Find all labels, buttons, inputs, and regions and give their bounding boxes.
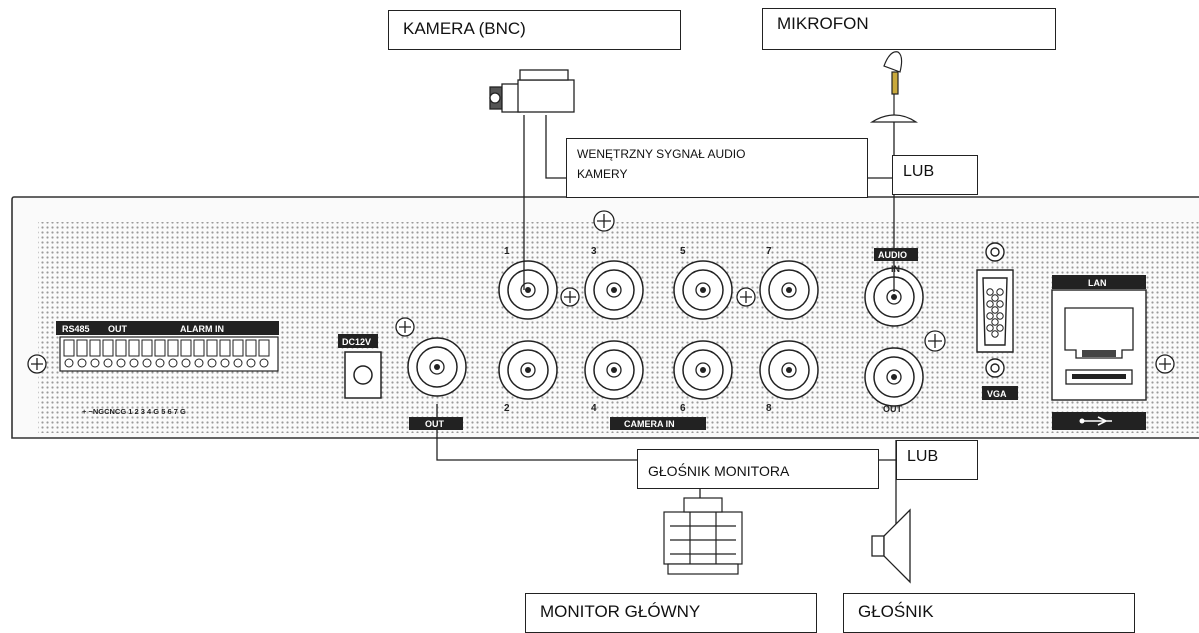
video-out-label-1: VIDEO xyxy=(421,418,449,428)
camera-icon xyxy=(489,69,575,113)
monitor-icon xyxy=(663,497,743,575)
microphone-callout-text: MIKROFON xyxy=(777,14,869,33)
bnc-port-icon xyxy=(584,340,644,400)
channel-8: 8 xyxy=(766,403,772,414)
monitor-speaker-text: GŁOŚNIK MONITORA xyxy=(648,463,790,479)
or-top-text: LUB xyxy=(903,163,935,180)
bnc-port-icon xyxy=(864,347,924,407)
camera-in-label: CAMERA IN xyxy=(624,419,675,429)
audio-label: AUDIO xyxy=(878,250,907,260)
dc12v-label: DC12V xyxy=(342,337,371,347)
bnc-port-icon xyxy=(759,260,819,320)
audio-out-label: OUT xyxy=(883,404,903,414)
channel-1: 1 xyxy=(504,246,510,257)
camera-callout: KAMERA (BNC) xyxy=(388,10,681,50)
vga-port xyxy=(976,242,1014,378)
alarm-terminal-block xyxy=(56,321,279,372)
channel-3: 3 xyxy=(591,246,597,257)
vga-label-plate xyxy=(982,386,1018,400)
bnc-port-icon xyxy=(673,340,733,400)
screw-icon xyxy=(27,210,1175,374)
microphone-callout: MIKROFON xyxy=(762,8,1056,50)
lan-label: LAN xyxy=(1088,278,1107,288)
usb-port xyxy=(1065,369,1133,426)
video-out-label-plate xyxy=(409,417,463,430)
or-callout-bottom: LUB xyxy=(896,440,978,480)
vga-label: VGA xyxy=(987,389,1007,399)
monitor-speaker-callout: GŁOŚNIK MONITORA xyxy=(637,449,879,489)
panel-labels: RS485 OUT ALARM IN + −NGCNCG 1 2 3 4 G 5… xyxy=(62,246,1107,429)
camera-callout-text: KAMERA (BNC) xyxy=(403,19,526,38)
out-label: OUT xyxy=(108,324,128,334)
speaker-callout: GŁOŚNIK xyxy=(843,593,1135,633)
bnc-port-icon xyxy=(673,260,733,320)
bnc-port-icon xyxy=(407,337,467,397)
terminal-labels: + −NGCNCG 1 2 3 4 G 5 6 7 G xyxy=(82,407,186,416)
channel-6: 6 xyxy=(680,403,686,414)
audio-label-plate xyxy=(874,248,918,261)
audio-in-label: IN xyxy=(891,264,900,274)
usb-icon xyxy=(1082,416,1112,426)
lan-label-plate xyxy=(1052,275,1146,289)
camera-in-label-plate xyxy=(610,417,706,430)
microphone-icon xyxy=(869,51,918,123)
channel-4: 4 xyxy=(591,403,597,414)
channel-5: 5 xyxy=(680,246,686,257)
video-out-label-2: OUT xyxy=(425,419,445,429)
bnc-port-icon xyxy=(864,267,924,327)
dc12v-power-jack xyxy=(338,334,382,399)
channel-2: 2 xyxy=(504,403,510,414)
alarm-in-label: ALARM IN xyxy=(180,324,224,334)
bnc-connectors xyxy=(407,260,924,407)
bnc-port-icon xyxy=(584,260,644,320)
channel-7: 7 xyxy=(766,246,772,257)
bnc-port-icon xyxy=(759,340,819,400)
speaker-icon xyxy=(871,508,911,584)
main-monitor-callout: MONITOR GŁÓWNY xyxy=(525,593,817,633)
internal-audio-line-1: WENĘTRZNY SYGNAŁ AUDIO xyxy=(577,147,746,161)
bnc-port-icon xyxy=(498,260,558,320)
or-bottom-text: LUB xyxy=(907,448,939,465)
internal-audio-callout: WENĘTRZNY SYGNAŁ AUDIO KAMERY xyxy=(566,138,868,198)
rs485-label: RS485 xyxy=(62,324,90,334)
internal-audio-line-2: KAMERY xyxy=(577,167,628,181)
speaker-text: GŁOŚNIK xyxy=(858,602,934,621)
bnc-port-icon xyxy=(498,340,558,400)
or-callout-top: LUB xyxy=(892,155,978,195)
main-monitor-text: MONITOR GŁÓWNY xyxy=(540,602,701,621)
